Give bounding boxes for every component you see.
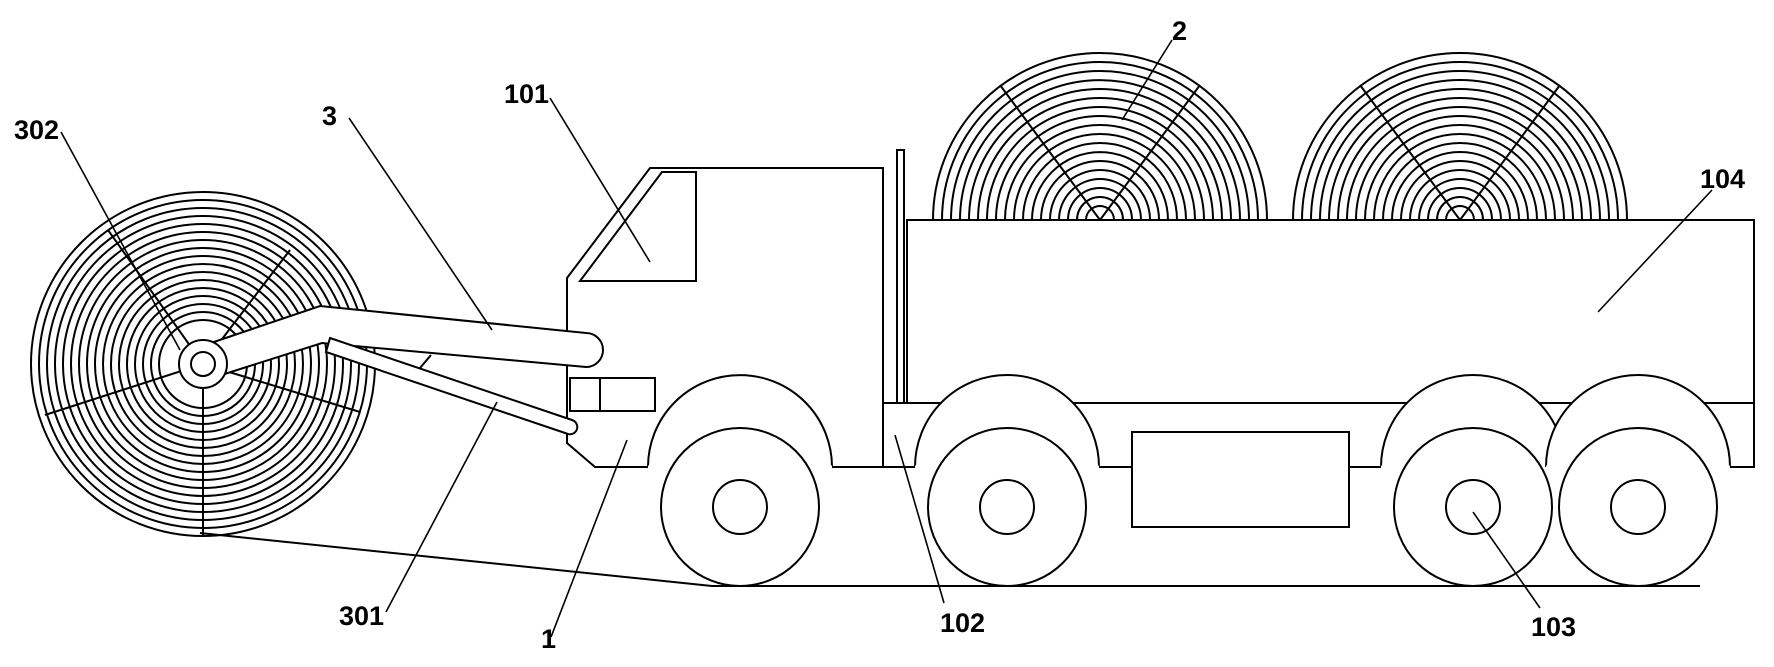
hydraulic-cylinder	[324, 336, 579, 436]
wheel-hub	[712, 479, 768, 535]
reel-left-spoke	[44, 363, 204, 416]
wheel-hub	[1445, 479, 1501, 535]
reel-top-2-spoke	[1459, 84, 1561, 221]
leader-101	[549, 97, 651, 263]
leader-103	[1472, 511, 1541, 609]
truck-bed	[906, 219, 1755, 404]
headlight-right	[599, 377, 656, 412]
reel-top-2	[1291, 52, 1629, 221]
wheels	[647, 374, 1731, 587]
leader-3	[348, 117, 493, 331]
leader-104	[1597, 189, 1713, 313]
label-301: 301	[339, 601, 384, 631]
wheel-hub	[979, 479, 1035, 535]
reel-left	[30, 191, 376, 537]
leader-1	[550, 439, 628, 638]
leader-2	[1121, 39, 1173, 121]
label-2: 2	[1172, 16, 1187, 46]
cable-belt	[199, 532, 713, 587]
label-1: 1	[541, 624, 556, 654]
label-102: 102	[940, 608, 985, 638]
leader-301	[385, 401, 498, 613]
cab-window	[577, 171, 697, 282]
boom-arm	[194, 304, 604, 380]
headboard-post	[896, 149, 905, 404]
reel-hub	[190, 351, 216, 377]
reel-top-1-spoke	[1099, 84, 1201, 221]
wheel-hub	[1610, 479, 1666, 535]
leader-302	[60, 131, 181, 351]
label-302: 302	[14, 115, 59, 145]
label-103: 103	[1531, 612, 1576, 642]
headlight-left	[569, 377, 601, 412]
leader-102	[894, 434, 945, 604]
reel-left-spoke	[107, 229, 204, 365]
reel-top-2-spoke	[1359, 84, 1461, 221]
label-101: 101	[504, 79, 549, 109]
label-3: 3	[322, 101, 337, 131]
reel-top-1	[931, 52, 1269, 221]
label-104: 104	[1700, 164, 1745, 194]
reel-top-1-spoke	[999, 84, 1101, 221]
cylinder-joint	[419, 354, 432, 369]
side-box	[1131, 431, 1350, 528]
